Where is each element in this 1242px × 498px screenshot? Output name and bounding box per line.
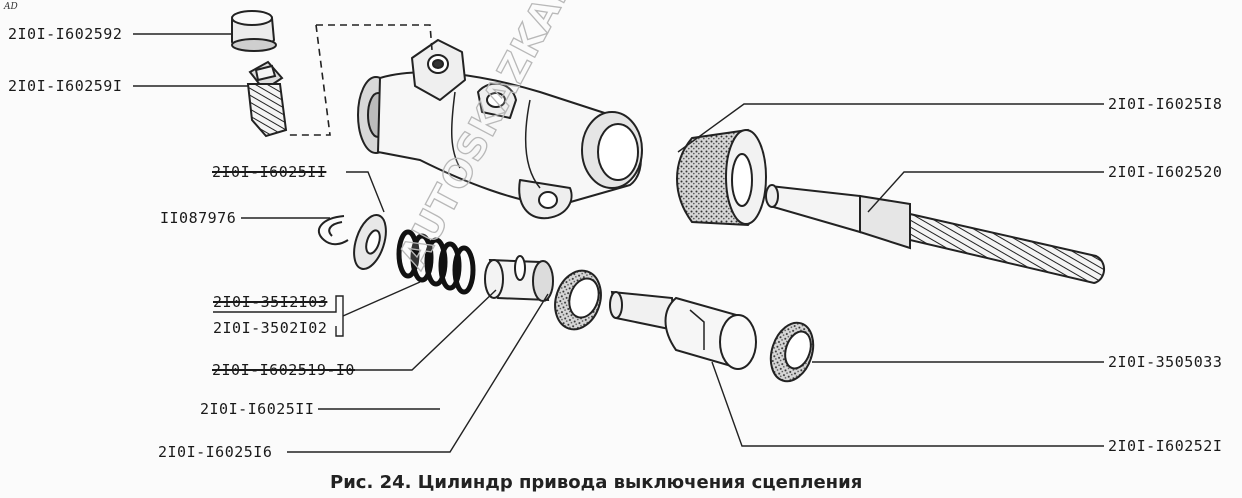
leader-lines <box>133 33 1104 453</box>
spring-part <box>396 229 476 295</box>
corner-mark: AD <box>4 2 18 12</box>
label-seal: 2I0I-I6025II <box>200 400 315 418</box>
cylinder-body <box>357 39 643 220</box>
label-seat: 2I0I-I602519-I0 <box>212 361 355 379</box>
bleeder-part <box>246 60 288 138</box>
cup-seal-part <box>554 269 602 331</box>
label-piston: 2I0I-I60252I <box>1108 437 1223 455</box>
retaining-ring <box>317 215 349 246</box>
boot-part <box>676 128 767 227</box>
pushrod-part <box>765 184 1105 285</box>
bush-part <box>769 321 815 383</box>
label-boot: 2I0I-I6025I8 <box>1108 95 1223 113</box>
seat-part <box>484 255 554 302</box>
label-retaining-ring: II087976 <box>160 209 237 227</box>
label-bush: 2I0I-3505033 <box>1108 353 1223 371</box>
label-spring-1: 2I0I-35I2I03 <box>213 293 328 311</box>
dashed-assembly-line <box>286 24 433 136</box>
label-cup: 2I0I-I6025I6 <box>158 443 273 461</box>
cap-part <box>231 10 277 52</box>
label-bleeder: 2I0I-I60259I <box>8 77 123 95</box>
figure-caption: Рис. 24. Цилиндр привода выключения сцеп… <box>330 472 863 493</box>
label-pushrod: 2I0I-I602520 <box>1108 163 1223 181</box>
washer-part <box>353 214 387 270</box>
label-spring-2: 2I0I-3502I02 <box>213 319 328 337</box>
piston-part <box>609 290 757 370</box>
label-cap: 2I0I-I602592 <box>8 25 123 43</box>
label-washer: 2I0I-I6025II <box>212 163 327 181</box>
